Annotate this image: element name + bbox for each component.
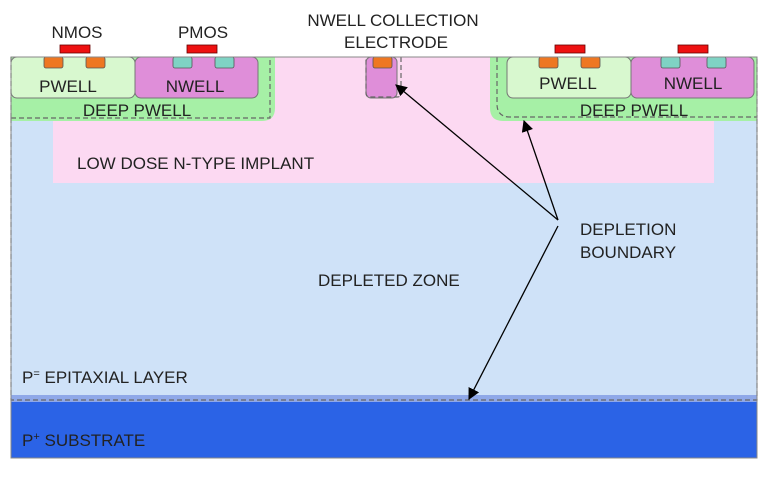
- nmos-gate-left: [59, 44, 91, 54]
- nmos-right-contact-1: [538, 56, 559, 69]
- label-nwell-left: NWELL: [166, 77, 225, 96]
- pmos-left-contact-1: [172, 56, 193, 69]
- device-outline: [10, 56, 758, 459]
- arrow-to-deep-pwell: [521, 119, 559, 221]
- label-deep-pwell-right: DEEP PWELL: [580, 101, 688, 120]
- arrow-to-epi-boundary: [468, 225, 559, 401]
- substrate: [11, 402, 757, 458]
- label-depletion-line1: DEPLETION: [580, 220, 676, 239]
- label-nwell-right: NWELL: [664, 74, 723, 93]
- nmos-left-contact-2: [85, 56, 106, 69]
- nmos-right-contact-2: [580, 56, 601, 69]
- arrow-to-collection: [395, 84, 559, 221]
- pmos-right-contact-1: [660, 56, 681, 69]
- label-epitaxial-layer: P= EPITAXIAL LAYER: [22, 368, 188, 387]
- label-deep-pwell-left: DEEP PWELL: [83, 101, 191, 120]
- label-pmos: PMOS: [178, 23, 228, 42]
- pmos-gate-left: [186, 44, 218, 54]
- pmos-right-contact-2: [706, 56, 727, 69]
- pmos-gate-right: [677, 44, 709, 54]
- label-pwell-left: PWELL: [39, 77, 97, 96]
- label-collection-line1: NWELL COLLECTION: [307, 11, 478, 30]
- pmos-left-contact-2: [214, 56, 235, 69]
- label-collection-line2: ELECTRODE: [344, 33, 448, 52]
- nmos-left-contact-1: [43, 56, 64, 69]
- label-depleted-zone: DEPLETED ZONE: [318, 271, 460, 290]
- label-depletion-line2: BOUNDARY: [580, 243, 676, 262]
- depletion-boundary-line: [10, 57, 758, 401]
- label-nmos: NMOS: [52, 23, 103, 42]
- epi-boundary-strip: [11, 395, 757, 402]
- nmos-gate-right: [554, 44, 586, 54]
- collection-electrode-contact: [372, 56, 393, 69]
- label-substrate: P+ SUBSTRATE: [22, 431, 145, 450]
- label-pwell-right: PWELL: [539, 74, 597, 93]
- label-implant: LOW DOSE N-TYPE IMPLANT: [77, 154, 314, 173]
